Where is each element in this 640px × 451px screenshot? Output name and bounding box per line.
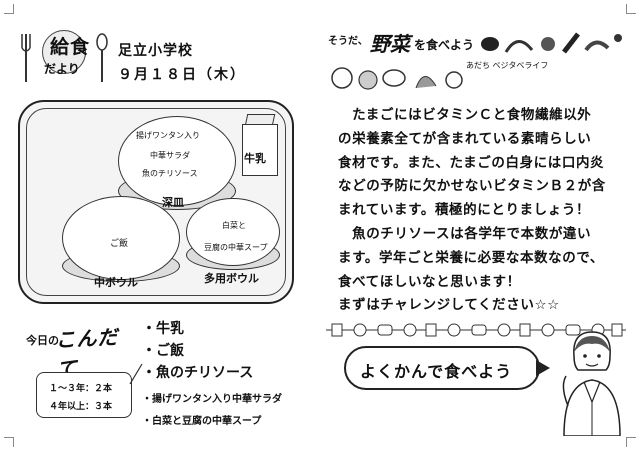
menu-title: 今日の こんだて: [26, 320, 136, 381]
menu-item: ・魚のチリソース: [142, 365, 254, 381]
logo-circle: [42, 30, 86, 74]
speech-bubble-tail: [536, 360, 550, 376]
main-bowl: [62, 196, 180, 280]
issue-date: ９月１８日（木）: [118, 67, 246, 83]
school-name: 足立小学校: [118, 43, 193, 59]
menu-title-prefix: 今日の: [26, 334, 59, 347]
article-line: 食べてほしいなと思います！: [338, 273, 521, 290]
main-bowl-label: 中ボウル: [94, 276, 138, 289]
main-bowl-item: ご飯: [110, 239, 129, 249]
fork-spoon-icon: [21, 33, 108, 82]
crop-mark: [626, 4, 636, 14]
chew-well-message: よくかんで食べよう: [360, 362, 513, 381]
article-line: の栄養素全てが含まれている素晴らしい: [338, 130, 592, 147]
milk-carton-icon: [242, 124, 278, 176]
speech-bubble: よくかんで食べよう: [344, 346, 540, 390]
quantity-line: １～３年：２本: [49, 384, 113, 394]
banner-subtitle: あだち ベジタベライフ: [466, 61, 549, 70]
logo-title: 給食: [50, 36, 91, 58]
food-icon-divider: [326, 323, 626, 337]
vegetable-campaign-banner: そうだ、 野菜 を食べよう あだち ベジタベライフ: [328, 26, 624, 98]
article-body: たまごにはビタミンＣと食物繊維以外 の栄養素全てが含まれている素晴らしい 食材で…: [338, 104, 622, 318]
deep-plate-item: 魚のチリソース: [142, 169, 198, 178]
quantity-line: ４年以上：３本: [49, 402, 113, 412]
article-line: まずはチャレンジしてください☆☆: [338, 297, 560, 314]
article-line: ます。学年ごと栄養に必要な本数なので、: [338, 249, 605, 266]
fish-quantity-box: １～３年：２本 ４年以上：３本: [36, 372, 132, 418]
crop-mark: [4, 4, 14, 14]
lunch-tray-inner: [26, 108, 286, 296]
menu-item: ・白菜と豆腐の中華スープ: [142, 416, 262, 427]
logo-subtitle: だより: [44, 62, 80, 76]
pointer-tail-icon: [129, 363, 143, 385]
multi-bowl: [186, 198, 280, 266]
crop-mark: [626, 437, 636, 447]
article-line: 食材です。また、たまごの白身には口内炎: [338, 154, 605, 171]
menu-item: ・ご飯: [142, 343, 184, 359]
banner-title-suffix: を食べよう: [414, 38, 475, 52]
deep-plate-item: 中華サラダ: [150, 151, 190, 160]
banner-title: 野菜: [370, 32, 410, 56]
menu-item: ・揚げワンタン入り中華サラダ: [142, 394, 282, 405]
vegetables-icon: [481, 32, 622, 54]
milk-label: 牛乳: [244, 152, 266, 165]
banner-prefix: そうだ、: [328, 36, 368, 47]
article-line: 魚のチリソースは各学年で本数が違い: [338, 225, 592, 242]
deep-plate-label: 深皿: [162, 196, 184, 209]
vegetables-row-icon: [331, 67, 463, 90]
menu-item: ・牛乳: [142, 321, 184, 337]
deep-plate-item: 揚げワンタン入り: [136, 131, 200, 140]
article-line: たまごにはビタミンＣと食物繊維以外: [338, 107, 592, 123]
multi-bowl-item: 豆腐の中華スープ: [204, 243, 268, 252]
nutritionist-illustration: [562, 331, 621, 436]
multi-bowl-item: 白菜と: [222, 221, 246, 230]
deep-plate: [118, 116, 236, 206]
article-line: まれています。積極的にとりましょう！: [338, 202, 591, 219]
multi-bowl-label: 多用ボウル: [204, 272, 259, 285]
newsletter-logo: 給食 だより: [14, 28, 108, 86]
article-line: などの予防に欠かせないビタミンＢ２が含: [338, 178, 606, 195]
crop-mark: [4, 437, 14, 447]
